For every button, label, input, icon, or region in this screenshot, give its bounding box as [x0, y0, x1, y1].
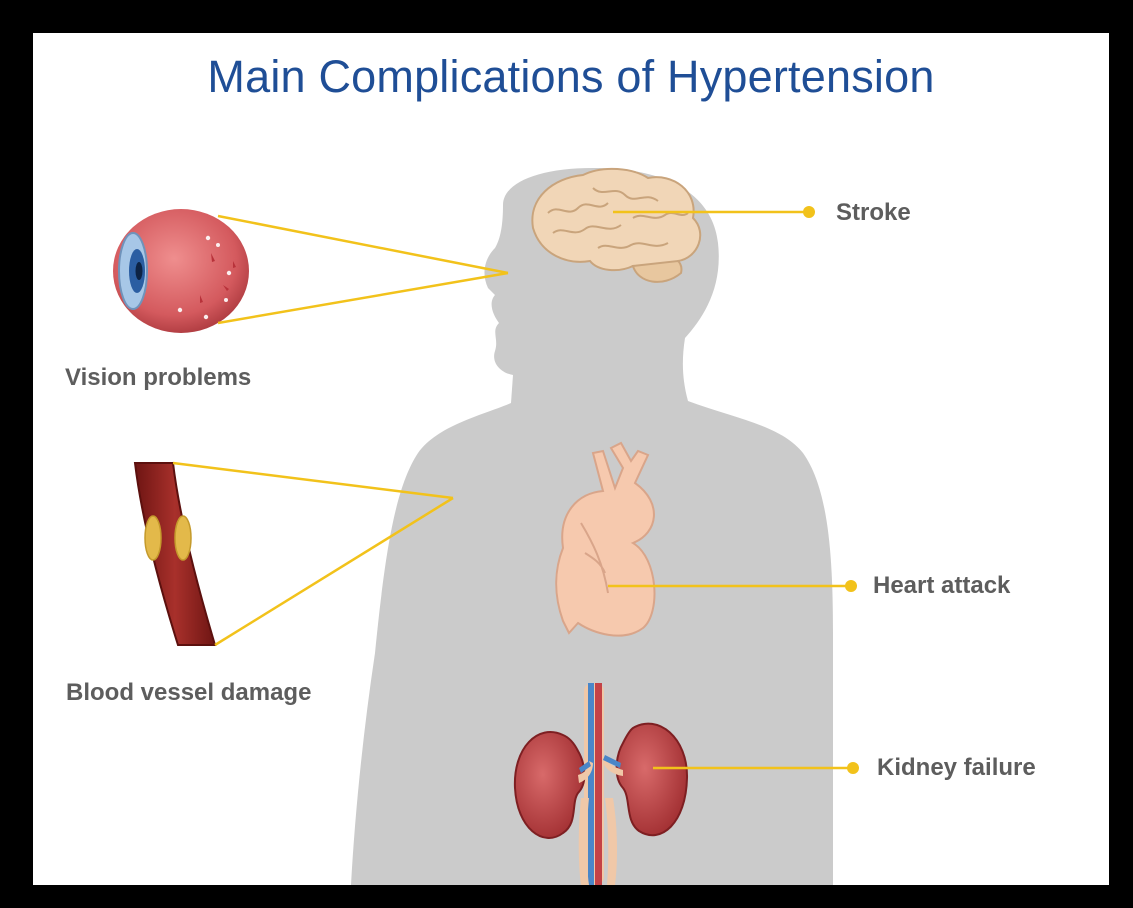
artery-icon	[135, 463, 215, 645]
heart-attack-label: Heart attack	[873, 572, 1010, 600]
vision-leader-line-bottom	[218, 273, 508, 323]
eye-icon	[113, 209, 249, 333]
kidney-marker-dot	[847, 762, 859, 774]
stroke-marker-dot	[803, 206, 815, 218]
blood-vessel-damage-label: Blood vessel damage	[66, 679, 311, 707]
heart-marker-dot	[845, 580, 857, 592]
vision-problems-label: Vision problems	[65, 364, 251, 392]
infographic-panel: Main Complications of Hypertension	[33, 33, 1109, 885]
kidney-failure-label: Kidney failure	[877, 754, 1036, 782]
vision-leader-line-top	[218, 216, 508, 273]
stroke-label: Stroke	[836, 199, 911, 227]
